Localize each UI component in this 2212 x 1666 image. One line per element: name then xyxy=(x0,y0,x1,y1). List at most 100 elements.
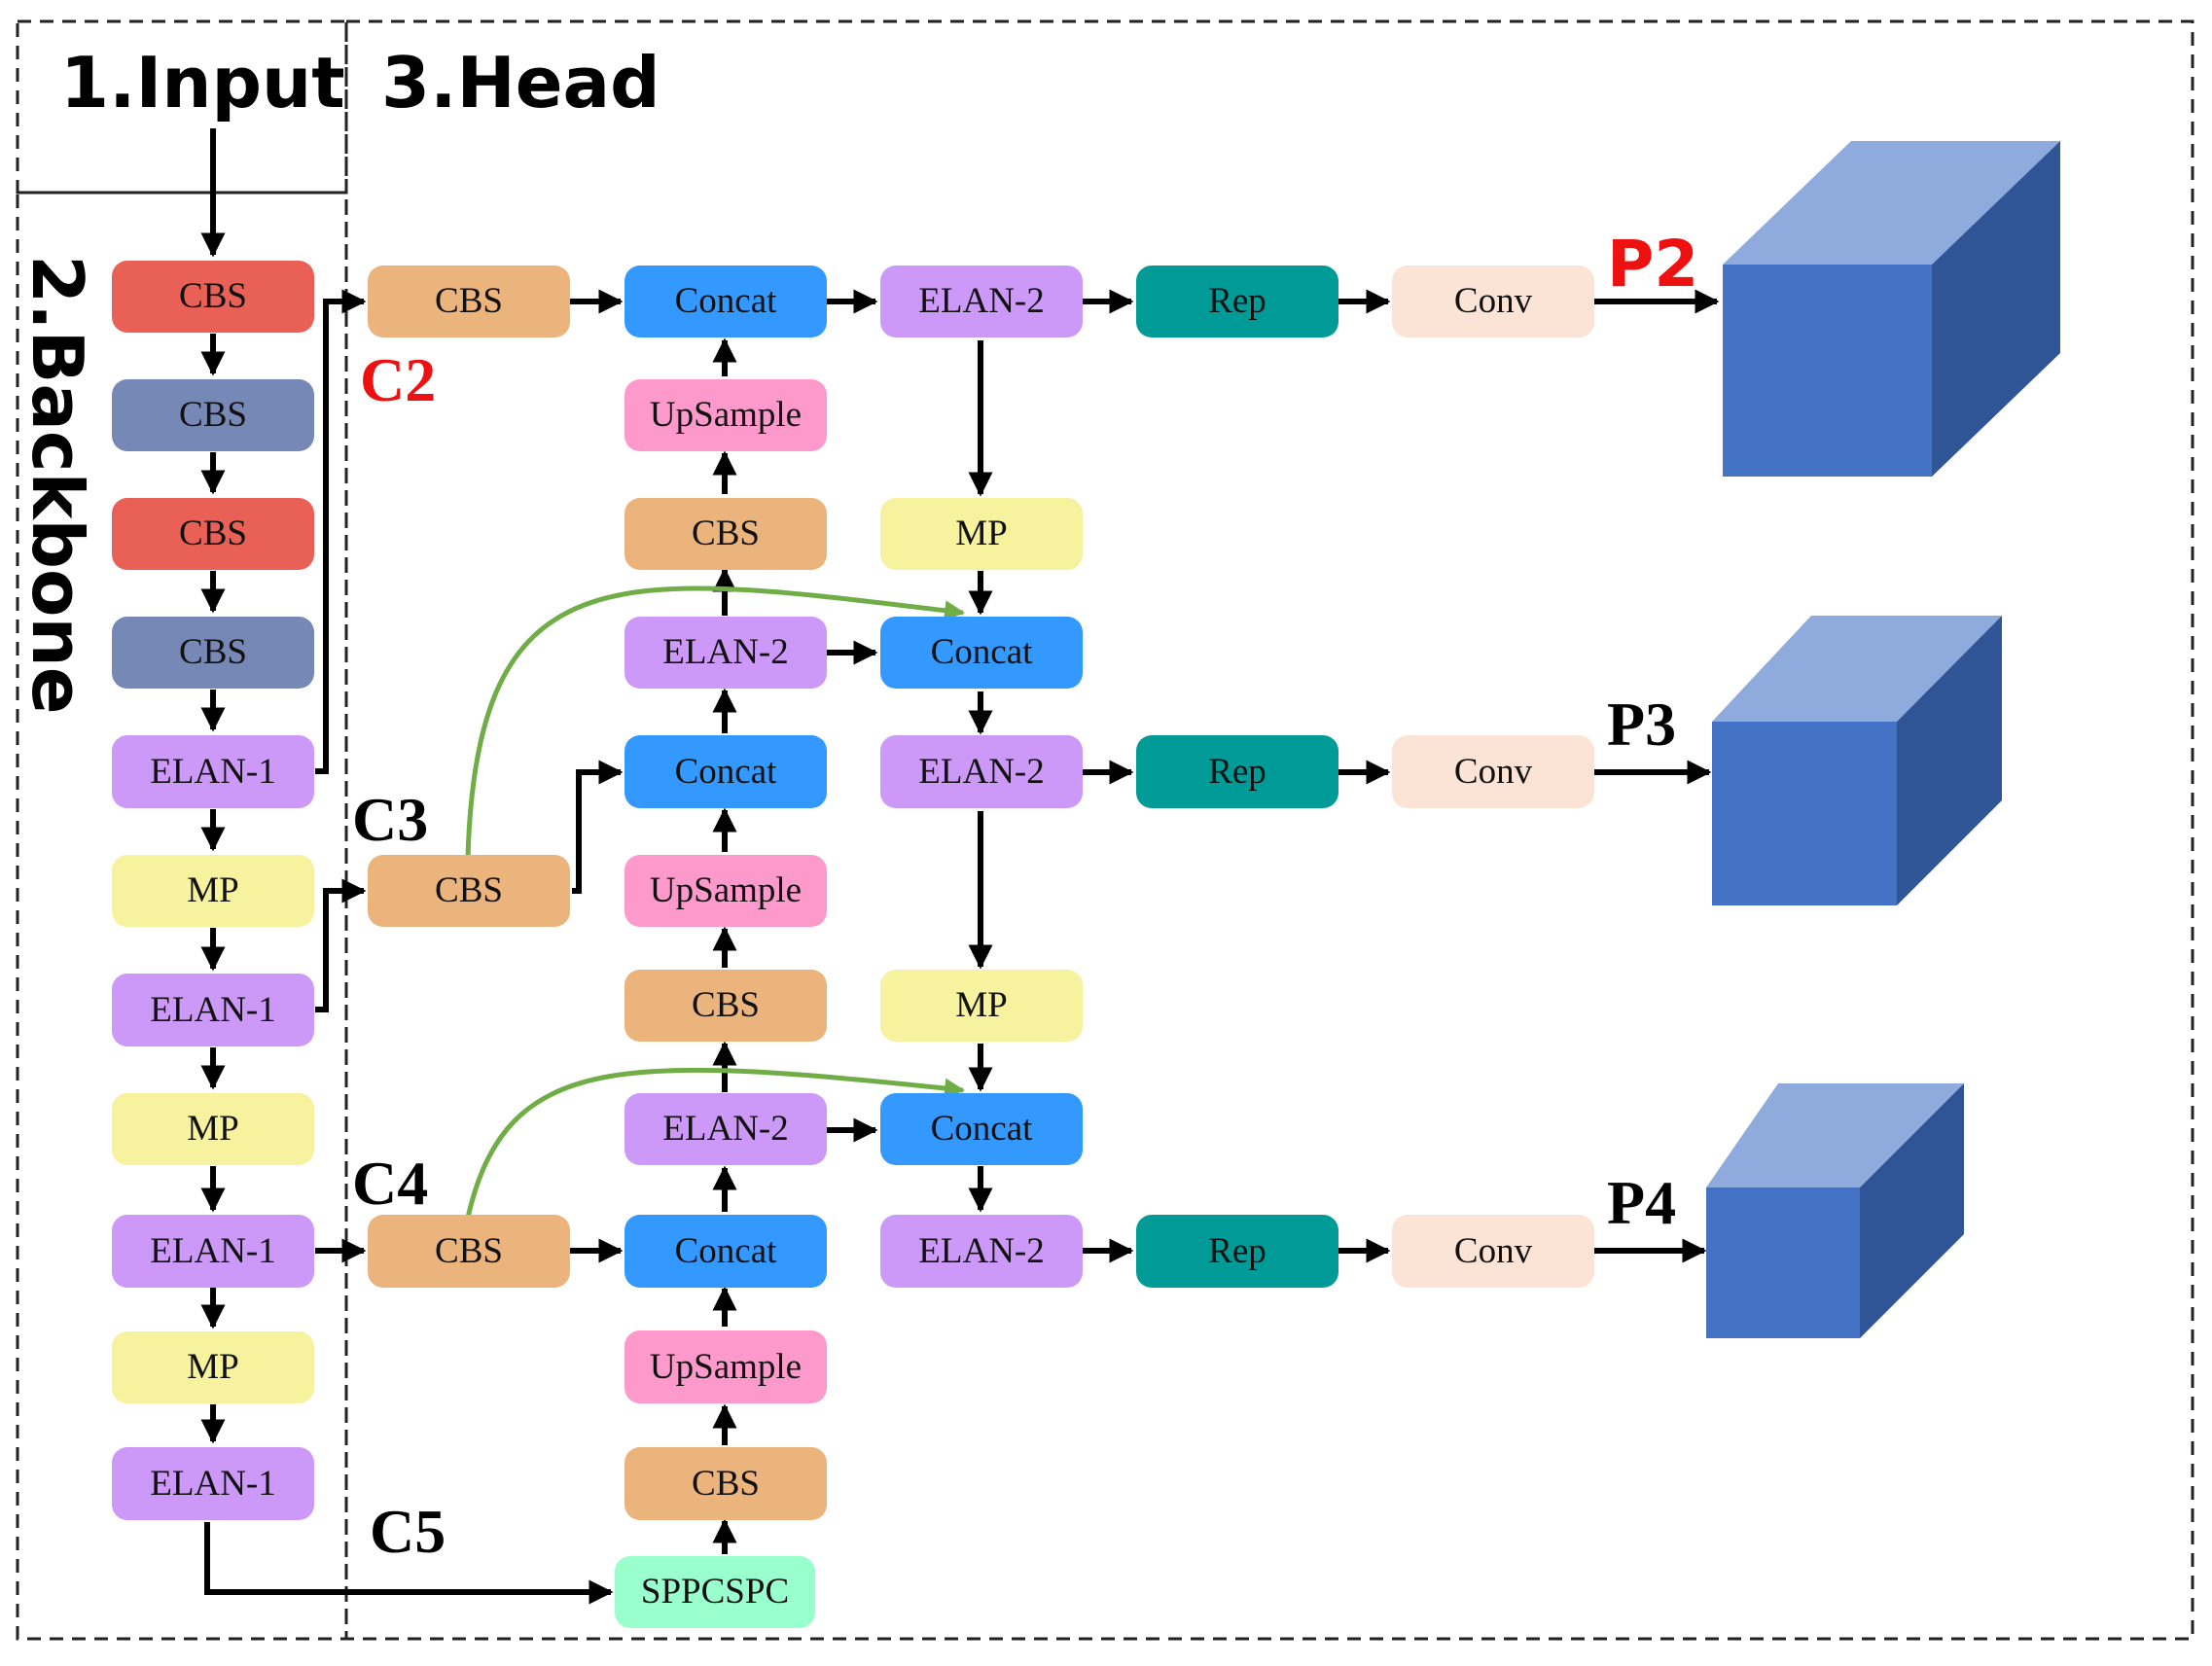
head-title: 3.Head xyxy=(381,42,660,124)
sppcspc-block: SPPCSPC xyxy=(615,1556,815,1628)
head-elan2-p4: ELAN-2 xyxy=(880,1215,1083,1288)
rep-block-p2: Rep xyxy=(1136,266,1338,337)
svg-text:CBS: CBS xyxy=(435,870,503,910)
svg-text:CBS: CBS xyxy=(179,632,247,672)
svg-text:UpSample: UpSample xyxy=(650,1347,802,1387)
head-stack: ELAN-2 MP Concat ELAN-2 MP Concat ELAN-2 xyxy=(880,266,1083,1288)
svg-text:Concat: Concat xyxy=(675,752,778,792)
backbone-elan1-3: ELAN-1 xyxy=(112,1215,314,1288)
svg-text:CBS: CBS xyxy=(692,1464,760,1504)
svg-text:ELAN-2: ELAN-2 xyxy=(918,752,1044,792)
neck-concat-p4: Concat xyxy=(624,1215,827,1288)
svg-text:UpSample: UpSample xyxy=(650,870,802,910)
svg-text:ELAN-2: ELAN-2 xyxy=(918,281,1044,321)
svg-text:ELAN-1: ELAN-1 xyxy=(150,752,275,792)
svg-text:CBS: CBS xyxy=(179,276,247,316)
svg-text:Conv: Conv xyxy=(1454,281,1533,321)
svg-text:ELAN-2: ELAN-2 xyxy=(662,632,788,672)
output-cube-p2 xyxy=(1723,141,2060,477)
neck-stack: Concat UpSample CBS ELAN-2 Concat UpSamp… xyxy=(615,266,827,1628)
svg-text:ELAN-1: ELAN-1 xyxy=(150,990,275,1030)
feature-label-c5: C5 xyxy=(370,1497,446,1566)
svg-text:MP: MP xyxy=(187,870,238,910)
svg-text:ELAN-2: ELAN-2 xyxy=(918,1231,1044,1271)
conv-block-p3: Conv xyxy=(1392,735,1594,808)
svg-text:CBS: CBS xyxy=(692,514,760,553)
svg-text:Conv: Conv xyxy=(1454,752,1533,792)
feature-label-c3: C3 xyxy=(352,785,428,854)
head-elan2-p2: ELAN-2 xyxy=(880,266,1083,337)
svg-text:UpSample: UpSample xyxy=(650,395,802,435)
backbone-mp-3: MP xyxy=(112,1331,314,1403)
input-title: 1.Input xyxy=(60,42,345,124)
backbone-cbs-3: CBS xyxy=(112,498,314,570)
output-cube-p4 xyxy=(1706,1083,1964,1338)
detect-heads: Rep Conv Rep Conv Rep Conv xyxy=(1136,266,1594,1288)
skip-connections xyxy=(465,585,966,1219)
svg-text:Rep: Rep xyxy=(1208,752,1267,792)
output-label-p3: P3 xyxy=(1607,690,1676,759)
backbone-title: 2.Backbone xyxy=(17,255,98,715)
svg-text:CBS: CBS xyxy=(179,395,247,435)
svg-text:Concat: Concat xyxy=(931,1109,1034,1149)
lateral-cbs-c4: CBS xyxy=(368,1215,570,1288)
backbone-elan1-4: ELAN-1 xyxy=(112,1447,314,1520)
backbone-frame xyxy=(16,191,348,1641)
output-cube-p3 xyxy=(1712,616,2002,905)
input-frame xyxy=(16,19,348,195)
head-concat-1: Concat xyxy=(880,617,1083,689)
neck-elan2-1: ELAN-2 xyxy=(624,617,827,689)
rep-block-p4: Rep xyxy=(1136,1215,1338,1288)
svg-text:Rep: Rep xyxy=(1208,1231,1267,1271)
lateral-cbs-c3: CBS xyxy=(368,855,570,927)
backbone-elan1-1: ELAN-1 xyxy=(112,735,314,808)
skip-curve-c3 xyxy=(465,585,966,859)
neck-concat-p3: Concat xyxy=(624,735,827,808)
svg-text:Concat: Concat xyxy=(675,281,778,321)
svg-text:ELAN-2: ELAN-2 xyxy=(662,1109,788,1149)
svg-text:ELAN-1: ELAN-1 xyxy=(150,1231,275,1271)
svg-text:Concat: Concat xyxy=(675,1231,778,1271)
section-frames xyxy=(16,19,2194,1641)
neck-concat-p2: Concat xyxy=(624,266,827,337)
svg-text:Rep: Rep xyxy=(1208,281,1267,321)
output-label-p2: P2 xyxy=(1607,227,1698,301)
conv-block-p4: Conv xyxy=(1392,1215,1594,1288)
neck-upsample-2: UpSample xyxy=(624,855,827,927)
svg-text:CBS: CBS xyxy=(692,985,760,1025)
rep-block-p3: Rep xyxy=(1136,735,1338,808)
backbone-mp-1: MP xyxy=(112,855,314,927)
backbone-stack: CBS CBS CBS CBS ELAN-1 MP ELAN-1 MP ELAN… xyxy=(112,261,314,1520)
backbone-mp-2: MP xyxy=(112,1093,314,1165)
svg-text:SPPCSPC: SPPCSPC xyxy=(641,1572,789,1612)
svg-text:Concat: Concat xyxy=(931,632,1034,672)
feature-label-c2: C2 xyxy=(360,345,436,414)
head-elan2-p3: ELAN-2 xyxy=(880,735,1083,808)
conv-block-p2: Conv xyxy=(1392,266,1594,337)
neck-elan2-2: ELAN-2 xyxy=(624,1093,827,1165)
head-mp-2: MP xyxy=(880,970,1083,1042)
svg-text:CBS: CBS xyxy=(435,1231,503,1271)
feature-label-c4: C4 xyxy=(352,1149,428,1218)
head-mp-1: MP xyxy=(880,498,1083,570)
neck-upsample-1: UpSample xyxy=(624,379,827,451)
svg-text:MP: MP xyxy=(955,985,1007,1025)
backbone-elan1-2: ELAN-1 xyxy=(112,974,314,1046)
backbone-cbs-2: CBS xyxy=(112,379,314,451)
svg-text:MP: MP xyxy=(187,1109,238,1149)
neck-upsample-3: UpSample xyxy=(624,1330,827,1403)
svg-text:ELAN-1: ELAN-1 xyxy=(150,1464,275,1504)
connections xyxy=(200,128,1720,1605)
svg-text:MP: MP xyxy=(955,514,1007,553)
backbone-cbs-1: CBS xyxy=(112,261,314,333)
svg-text:CBS: CBS xyxy=(179,514,247,553)
neck-cbs-3: CBS xyxy=(624,1447,827,1520)
svg-text:CBS: CBS xyxy=(435,281,503,321)
svg-text:Conv: Conv xyxy=(1454,1231,1533,1271)
backbone-cbs-4: CBS xyxy=(112,617,314,689)
lateral-cbs-c2: CBS xyxy=(368,266,570,337)
neck-cbs-1: CBS xyxy=(624,498,827,570)
head-concat-2: Concat xyxy=(880,1093,1083,1165)
output-label-p4: P4 xyxy=(1607,1168,1676,1237)
